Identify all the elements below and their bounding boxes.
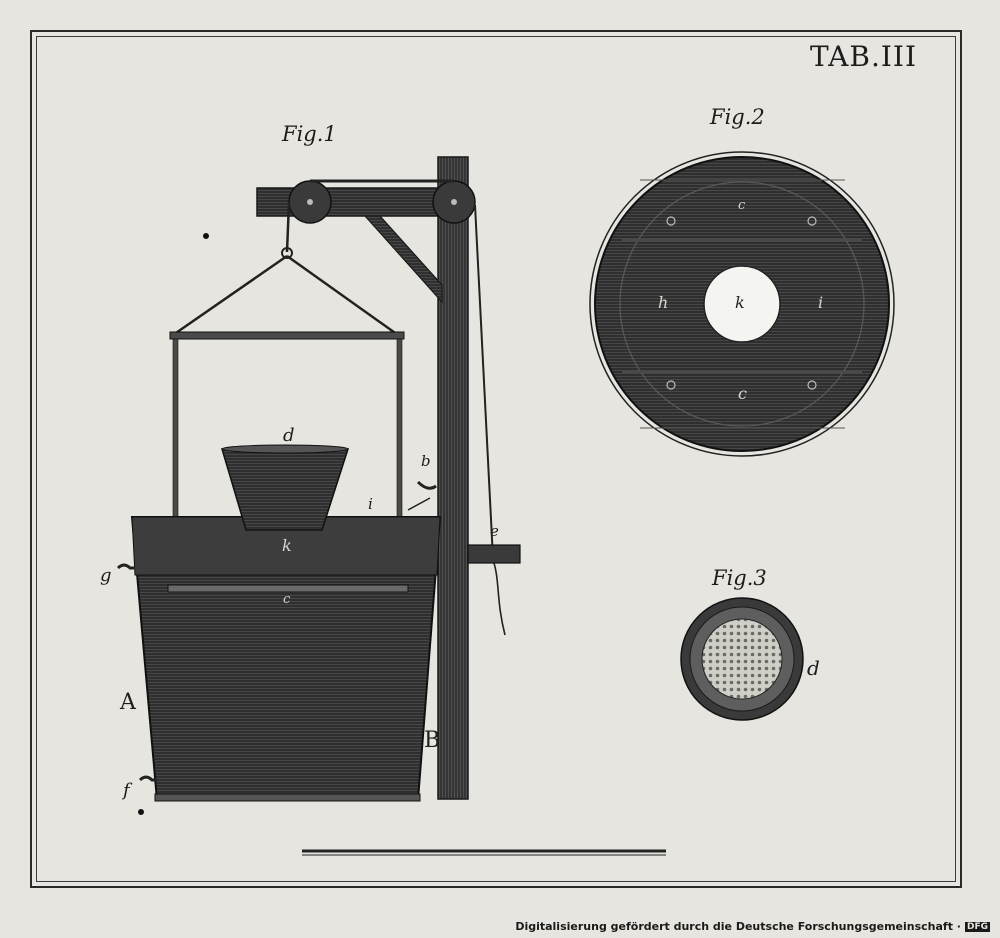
fig1-letter-k: k — [282, 536, 292, 555]
fig2-letter-k: k — [735, 293, 745, 312]
fig1-letter-g: g — [100, 565, 112, 586]
digitization-credit: Digitalisierung gefördert durch die Deut… — [515, 920, 990, 933]
gallows-brace — [363, 215, 443, 304]
plate-border — [30, 30, 962, 888]
crank-peg — [467, 544, 521, 564]
fig1-letter-i: i — [368, 495, 373, 513]
fig1-letter-b: b — [421, 452, 431, 470]
fig2-label: Fig.2 — [710, 105, 765, 129]
fig3-drawing — [680, 597, 804, 721]
credit-text: Digitalisierung gefördert durch die Deut… — [515, 920, 961, 933]
fig1-letter-e: e — [490, 522, 499, 540]
plate-title: TAB.III — [810, 40, 918, 73]
fig1-letter-B: B — [424, 728, 441, 753]
fig1-label: Fig.1 — [282, 122, 337, 146]
fig2-letter-i: i — [818, 293, 824, 312]
fig2-letter-h: h — [658, 293, 669, 312]
fig3-letter-d: d — [807, 656, 820, 680]
fig1-letter-A: A — [120, 690, 136, 715]
scale-bar — [302, 849, 666, 856]
fig1-letter-d: d — [283, 425, 295, 446]
gallows-post — [437, 156, 469, 800]
fig2-letter-c-bottom: c — [738, 384, 747, 403]
fig3-label: Fig.3 — [712, 566, 767, 590]
fig2-drawing — [589, 151, 895, 457]
fig1-letter-f: f — [123, 780, 130, 801]
fig2-letter-c-top: c — [738, 198, 746, 213]
fig1-letter-c: c — [283, 592, 291, 607]
dfg-logo: DFG — [964, 922, 990, 932]
fig1-drawing — [116, 156, 521, 815]
